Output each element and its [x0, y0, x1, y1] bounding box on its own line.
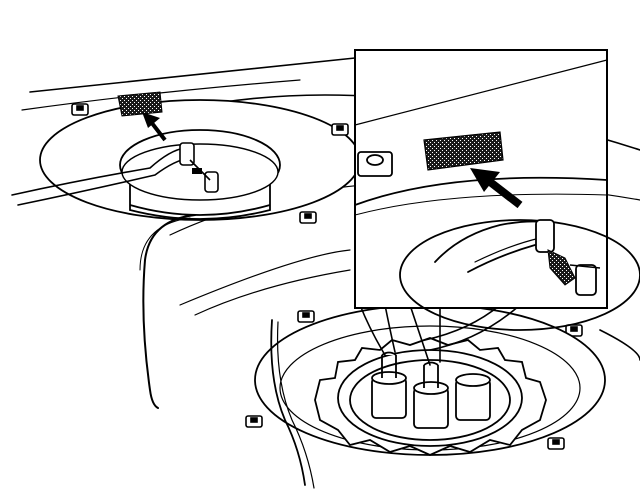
tab-icon	[299, 211, 317, 224]
pump-cylinder-2	[413, 361, 449, 429]
foam-pad-left	[117, 91, 163, 117]
plug-icon	[535, 219, 601, 296]
pump-cylinder-3	[455, 373, 491, 421]
tab-icon	[547, 437, 565, 450]
pump-module	[254, 304, 606, 456]
sensor-wire-left	[11, 147, 196, 409]
sensor-wire-bottom	[270, 319, 315, 489]
up-arrow-icon-left	[142, 112, 167, 142]
sensor-opening	[39, 99, 361, 221]
detail-inset	[354, 49, 640, 331]
wire-icon	[434, 220, 546, 273]
up-arrow-icon	[470, 168, 523, 209]
tab-icon	[71, 103, 89, 116]
pump-cylinder-1	[371, 351, 407, 419]
tab-icon	[297, 310, 315, 323]
foam-pad-icon	[423, 131, 504, 171]
pump-hoses	[359, 304, 521, 366]
plug-icon-left	[179, 142, 219, 193]
tab-icon	[245, 415, 263, 428]
tab-icon	[357, 151, 393, 177]
tab-icon	[331, 123, 349, 136]
